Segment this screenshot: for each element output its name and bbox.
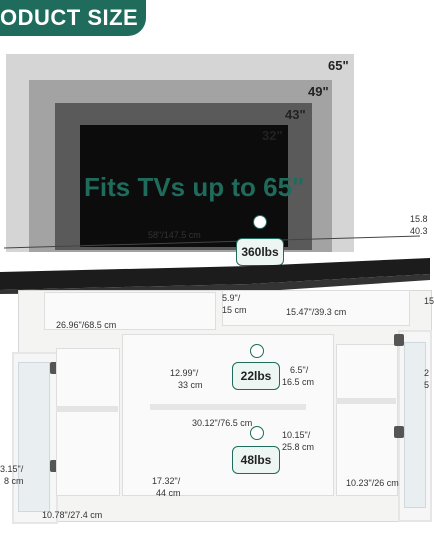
bottom-left-width-label: 10.78"/27.4 cm [42,510,103,520]
left-door-glass [18,362,50,512]
tabletop [0,258,430,294]
header-banner [0,0,146,36]
upper-right-width-label: 15.47"/39.3 cm [286,307,347,317]
fits-tv-headline: Fits TVs up to 65" [84,172,305,202]
left-shelf-board [56,406,118,412]
right-compartment [336,344,398,496]
center-compartment [122,334,334,496]
tv-32-label: 32" [262,128,283,143]
mid-full-width-label: 30.12"/76.5 cm [192,418,253,428]
left-hinge-bottom [50,460,60,472]
left-hinge-top [50,362,60,374]
tv-32-silhouette [80,125,288,247]
center-shelf-board [150,404,306,410]
mid-width-label: 12.99"/ [170,368,199,378]
right-top-label: 15 [424,296,434,306]
right-side-label-2: 5 [424,380,430,390]
depth-label-bottom: 40.3 [410,226,428,236]
top-width-arrow [3,235,421,249]
top-width-label: 58"/147.5 cm [148,230,201,240]
tv-49-label: 49" [308,84,329,99]
weight-icon-lower [250,426,264,440]
right-hinge-top [394,334,404,346]
depth-label-top: 15.8 [410,214,428,224]
center-base-cm-label: 44 cm [156,488,181,498]
upper-left-width-label: 26.96"/68.5 cm [56,320,117,330]
upper-left-shelf [44,292,216,330]
lower-capacity-badge: 48lbs [232,446,280,474]
top-capacity-badge: 360lbs [236,238,284,266]
lower-height-cm-label: 25.8 cm [282,442,315,452]
weight-icon [253,215,267,229]
middle-capacity-badge: 22lbs [232,362,280,390]
tv-43-label: 43" [285,107,306,122]
banner-title: ODUCT SIZE [0,5,139,30]
mid-width-cm-label: 33 cm [178,380,203,390]
upper-right-shelf [222,290,410,326]
mid-height-label: 6.5"/ [290,365,309,375]
bottom-right-width-label: 10.23"/26 cm [346,478,399,488]
left-height-cm-label: 8 cm [4,476,24,486]
left-height-label: 3.15"/ [0,464,24,474]
left-compartment [56,348,120,496]
center-base-label: 17.32"/ [152,476,181,486]
mid-height-cm-label: 16.5 cm [282,377,315,387]
tv-65-label: 65" [328,58,349,73]
right-hinge-bottom [394,426,404,438]
lower-height-label: 10.15"/ [282,430,311,440]
right-side-label: 2 [424,368,430,378]
upper-gap-label-cm: 15 cm [222,305,247,315]
right-door-glass [404,342,426,508]
right-shelf-board [336,398,396,404]
weight-icon-middle [250,344,264,358]
upper-gap-label: 5.9"/ [222,293,241,303]
